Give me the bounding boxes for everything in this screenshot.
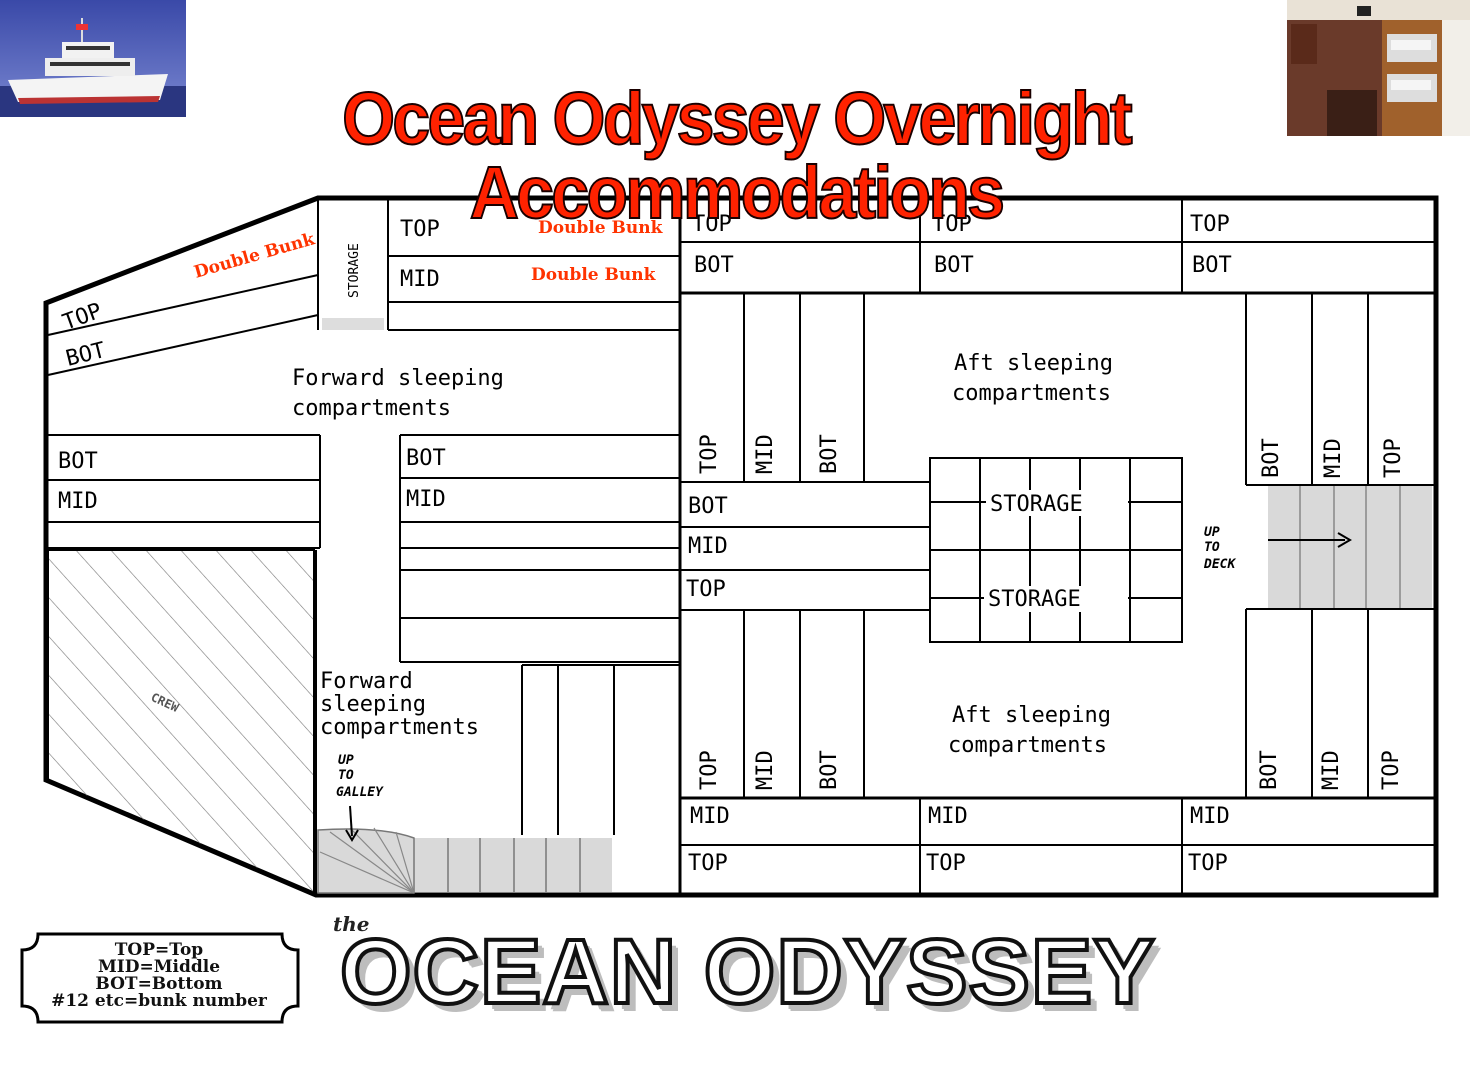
galley-line1: UP — [338, 753, 354, 768]
forward-lower-line1: Forward — [320, 669, 413, 694]
aft-bottom-row-3-mid: MID — [1190, 804, 1230, 829]
aft-bottom-row-1-top: TOP — [688, 851, 728, 876]
aft-bottom-row-1-mid: MID — [690, 804, 730, 829]
angled-top-label: TOP — [60, 299, 106, 336]
legend-line-mid: MID=Middle — [97, 957, 221, 977]
legend-line-bot: BOT=Bottom — [95, 974, 223, 994]
aft-bottom-row-2-mid: MID — [928, 804, 968, 829]
aft-storage-lower: STORAGE — [988, 587, 1081, 612]
aft-bottom-row-2-top: TOP — [926, 851, 966, 876]
galley-line3: GALLEY — [336, 785, 384, 800]
crew-area — [47, 549, 315, 895]
aft-left-upper-top: TOP — [697, 434, 722, 474]
forward-right-bot: BOT — [406, 446, 446, 471]
aft-top-row-2-bot: BOT — [934, 253, 974, 278]
aft-top-row-3-bot: BOT — [1192, 253, 1232, 278]
forward-lower-line2: sleeping — [320, 692, 426, 717]
aft-lower-compartments-line1: Aft sleeping — [952, 703, 1111, 728]
aft-left-lower-top: TOP — [697, 750, 722, 790]
aft-left-bot: BOT — [688, 494, 728, 519]
aft-left-lower-mid: MID — [753, 750, 778, 790]
forward-storage-label: STORAGE — [347, 243, 362, 298]
brand-logo: OCEAN ODYSSEY — [338, 921, 1157, 1023]
aft-left-lower-bot: BOT — [817, 750, 842, 790]
aft-left-upper-mid: MID — [753, 434, 778, 474]
forward-top-bunk: TOP — [400, 217, 440, 242]
aft-top-row-3-top: TOP — [1190, 212, 1230, 237]
forward-left-bot: BOT — [58, 449, 98, 474]
brand-prefix: the — [333, 912, 370, 936]
aft-top-row-1-bot: BOT — [694, 253, 734, 278]
boat-photo — [0, 0, 186, 117]
aft-right-lower-mid: MID — [1319, 750, 1344, 790]
aft-right-upper-mid: MID — [1321, 438, 1346, 478]
forward-compartments-line1: Forward sleeping — [292, 366, 504, 391]
deck-line1: UP — [1204, 525, 1220, 540]
forward-left-mid: MID — [58, 489, 98, 514]
aft-top-row-2-top: TOP — [932, 212, 972, 237]
aft-bottom-row-3-top: TOP — [1188, 851, 1228, 876]
double-bunk-mid-label: Double Bunk — [531, 265, 657, 285]
legend-line-number: #12 etc=bunk number — [51, 991, 267, 1011]
aft-right-upper-top: TOP — [1381, 438, 1406, 478]
aft-storage-upper: STORAGE — [990, 492, 1083, 517]
legend-text: TOP=Top MID=Middle BOT=Bottom #12 etc=bu… — [28, 942, 290, 1010]
page-title: Ocean Odyssey Overnight Accommodations — [341, 77, 1133, 234]
forward-mid-bunk: MID — [400, 267, 440, 292]
deck-line2: TO — [1204, 540, 1220, 555]
aft-top-row-1-top: TOP — [692, 212, 732, 237]
legend-line-top: TOP=Top — [114, 940, 204, 960]
aft-right-upper-bot: BOT — [1259, 438, 1284, 478]
deck-line3: DECK — [1203, 557, 1236, 572]
double-bunk-top-label: Double Bunk — [538, 218, 664, 238]
aft-right-lower-bot: BOT — [1257, 750, 1282, 790]
forward-right-mid: MID — [406, 487, 446, 512]
aft-lower-compartments-line2: compartments — [948, 733, 1107, 758]
aft-left-top: TOP — [686, 577, 726, 602]
cabin-photo — [1287, 0, 1470, 136]
aft-left-upper-bot: BOT — [817, 434, 842, 474]
legend-badge — [20, 932, 300, 1024]
aft-upper-compartments-line2: compartments — [952, 381, 1111, 406]
aft-upper-compartments-line1: Aft sleeping — [954, 351, 1113, 376]
aft-left-mid: MID — [688, 534, 728, 559]
angled-bot-label: BOT — [63, 338, 108, 372]
forward-compartments-line2: compartments — [292, 396, 451, 421]
galley-line2: TO — [338, 768, 354, 783]
aft-right-lower-top: TOP — [1379, 750, 1404, 790]
forward-lower-line3: compartments — [320, 715, 479, 740]
